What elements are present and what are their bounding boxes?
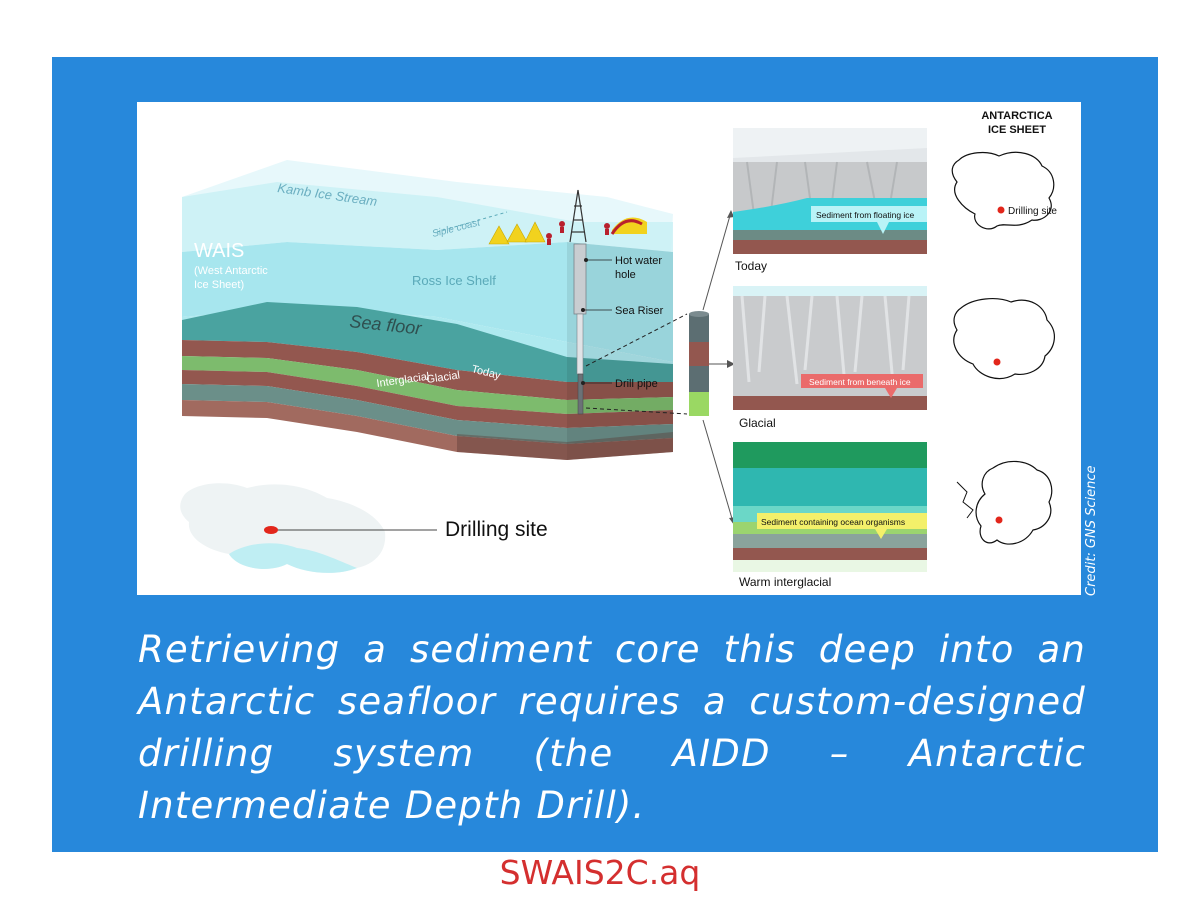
arrow-to-warm xyxy=(702,419,734,523)
label-hot-water-1: Hot water xyxy=(615,255,662,267)
label-panel-today: Today xyxy=(735,259,767,273)
today-sediment-callout xyxy=(811,206,927,222)
warm-sediment-callout xyxy=(757,513,927,529)
person-2 xyxy=(559,221,565,227)
label-drilling-site: Drilling site xyxy=(445,518,548,541)
drilling-diagram: Kamb Ice Stream Siple coast WAIS (West A… xyxy=(137,102,1081,595)
core-connector-bottom xyxy=(585,407,688,415)
label-sea-riser: Sea Riser xyxy=(615,305,664,317)
map-warm-site xyxy=(995,516,1003,524)
tent-3 xyxy=(524,221,546,243)
today-sediment xyxy=(733,240,927,254)
map-glacial-site xyxy=(993,358,1001,366)
core-connector-top xyxy=(585,313,688,367)
core-brown xyxy=(689,342,709,366)
core-green xyxy=(689,392,709,416)
stratum-grey xyxy=(182,384,673,444)
person-1-body xyxy=(547,239,551,245)
stratum-interglacial xyxy=(182,370,673,428)
person-3-body xyxy=(605,229,609,235)
maps-title-2: ICE SHEET xyxy=(988,124,1046,136)
drill-pipe xyxy=(577,373,584,415)
label-glacial-layer: Glacial xyxy=(426,369,461,386)
sea-riser-pipe xyxy=(576,313,584,375)
person-3 xyxy=(604,223,610,229)
label-hot-water-2: hole xyxy=(615,269,636,281)
label-wais: WAIS xyxy=(194,240,244,262)
hut-stripe xyxy=(610,219,643,235)
tent-1 xyxy=(488,225,510,245)
map-warm xyxy=(975,460,1053,545)
today-sea-floor xyxy=(733,230,927,240)
warm-sediment-text: Sediment containing ocean organisms xyxy=(761,517,905,527)
person-1 xyxy=(546,233,552,239)
label-wais-full-1: (West Antarctic xyxy=(194,265,268,277)
arrow-to-today xyxy=(702,211,732,311)
block-side-shade xyxy=(567,242,673,460)
ice-shelf-face xyxy=(182,242,673,362)
glacial-sediment-text: Sediment from beneath ice xyxy=(809,377,911,387)
core-cap xyxy=(689,311,709,317)
stratum-glacial xyxy=(182,356,673,414)
core-grey xyxy=(689,366,709,392)
mini-map-land xyxy=(180,483,386,573)
block-base xyxy=(457,432,673,460)
hot-water-hole xyxy=(573,243,587,315)
map-glacial xyxy=(953,298,1055,379)
glacial-sediment-callout xyxy=(801,374,923,388)
map-today xyxy=(951,151,1055,230)
maps-drilling-site: Drilling site xyxy=(1008,206,1057,217)
map-warm-peninsula xyxy=(956,481,974,519)
diagram-svg: Kamb Ice Stream Siple coast WAIS (West A… xyxy=(180,110,1057,589)
tent-2 xyxy=(506,223,528,243)
stratum-lower xyxy=(182,400,673,460)
warm-grey-layer xyxy=(733,534,927,548)
drill-tower xyxy=(569,189,587,243)
mini-map-site xyxy=(264,526,278,534)
caption-text: Retrieving a sediment core this deep int… xyxy=(138,628,1086,827)
label-drill-pipe: Drill pipe xyxy=(615,378,658,390)
person-2-body xyxy=(560,227,564,233)
label-ross: Ross Ice Shelf xyxy=(412,273,496,288)
today-sediment-text: Sediment from floating ice xyxy=(816,210,915,220)
warm-sediment xyxy=(733,548,927,560)
label-panel-warm: Warm interglacial xyxy=(739,575,831,589)
mini-map-shelf xyxy=(229,543,357,573)
label-wais-full-2: Ice Sheet) xyxy=(194,279,244,291)
credit-text: Credit: GNS Science xyxy=(1084,465,1099,596)
label-panel-glacial: Glacial xyxy=(739,416,776,430)
glacial-sediment xyxy=(733,396,927,410)
stratum-today xyxy=(182,340,673,400)
siple-coast-line xyxy=(436,211,508,233)
map-today-site xyxy=(997,206,1005,214)
sea-floor-layer xyxy=(182,302,673,382)
site-link[interactable]: SWAIS2C.aq xyxy=(499,853,701,892)
maps-title-1: ANTARCTICA xyxy=(981,110,1052,122)
core-top xyxy=(689,314,709,342)
